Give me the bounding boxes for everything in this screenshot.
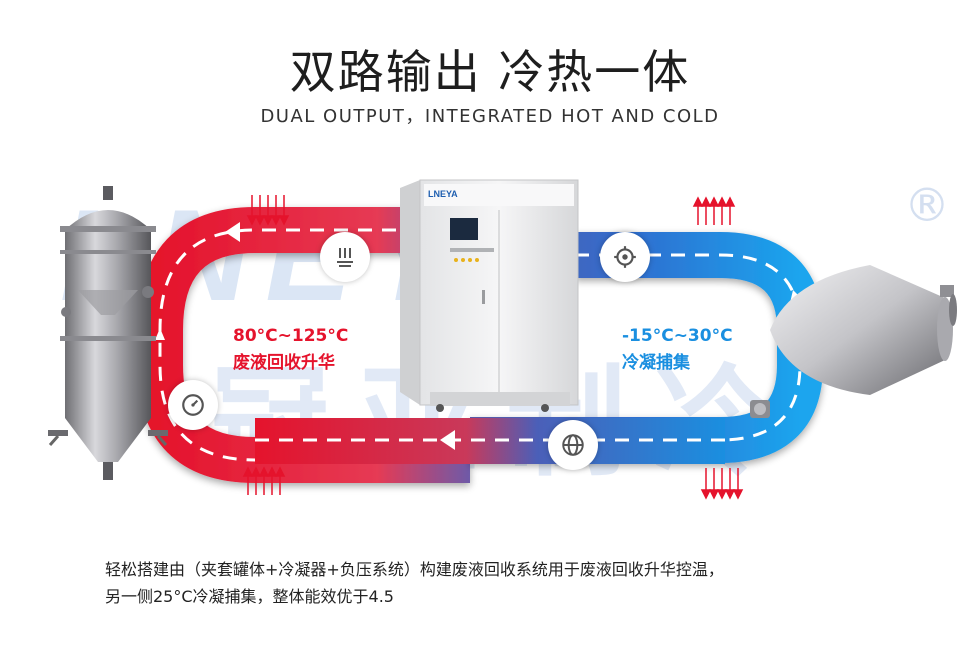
hot-loop-label: 废液回收升华	[233, 353, 335, 373]
gear-icon	[600, 232, 650, 282]
cold-temperature-range: -15°C~30°C	[622, 326, 733, 346]
condenser-vessel	[750, 265, 957, 418]
flow-arrow-hot-top	[225, 222, 240, 242]
heat-arrows-top	[246, 195, 290, 226]
heat-icon	[320, 232, 370, 282]
description-line-2: 另一侧25°C冷凝捕集，整体能效优于4.5	[105, 587, 394, 606]
heat-arrows-bottom	[242, 466, 286, 495]
hot-loop-pipe	[137, 207, 470, 483]
temperature-control-unit: LNEYA	[400, 179, 579, 412]
gauge-icon	[168, 380, 218, 430]
flow-arrow-bottom	[440, 430, 455, 450]
description: 轻松搭建由（夹套罐体+冷凝器+负压系统）构建废液回收系统用于废液回收升华控温， …	[105, 556, 895, 610]
description-line-1: 轻松搭建由（夹套罐体+冷凝器+负压系统）构建废液回收系统用于废液回收升华控温，	[105, 560, 724, 579]
globe-icon	[548, 420, 598, 470]
jacketed-tank	[48, 186, 168, 480]
bottom-pipe	[255, 418, 725, 464]
page-subtitle: DUAL OUTPUT，INTEGRATED HOT AND COLD	[260, 106, 720, 127]
flow-arrow-hot-left	[155, 328, 165, 340]
cold-loop-label: 冷凝捕集	[622, 353, 690, 373]
machine-logo: LNEYA	[428, 189, 458, 199]
cool-arrows-top	[692, 196, 736, 225]
cool-arrows-bottom	[700, 468, 744, 500]
page-title: 双路输出 冷热一体	[289, 45, 691, 99]
hot-temperature-range: 80°C~125°C	[233, 326, 349, 346]
